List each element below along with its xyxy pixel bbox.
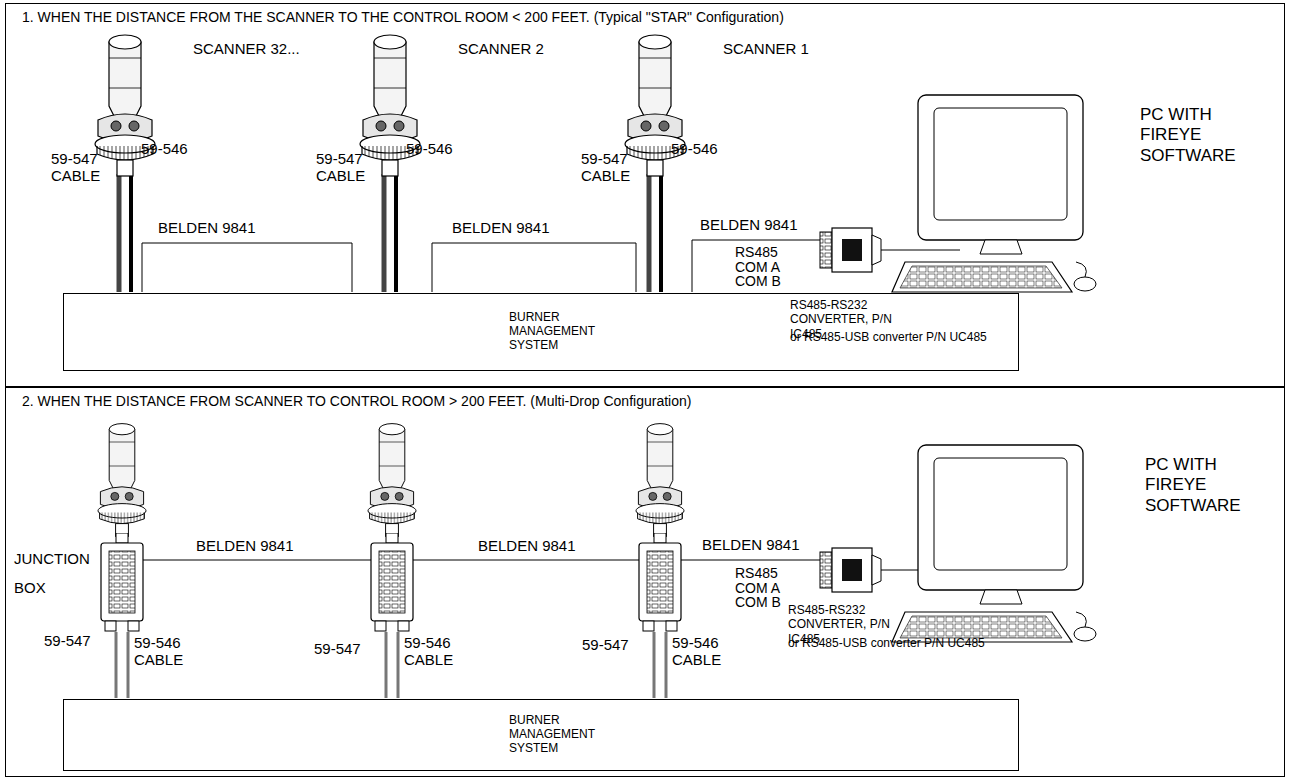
burner-management-box: BURNER MANAGEMENT SYSTEM <box>63 699 1019 771</box>
diagram-label: BELDEN 9841 <box>700 216 798 233</box>
diagram-label: 59-547 CABLE <box>581 150 639 185</box>
diagram-label: 59-547 <box>314 640 361 657</box>
diagram-label: BELDEN 9841 <box>478 537 576 554</box>
diagram-label: or RS485-USB converter P/N UC485 <box>790 330 987 344</box>
diagram-label: 59-547 <box>44 632 91 649</box>
diagram-label: or RS485-USB converter P/N UC485 <box>788 636 985 650</box>
diagram-label: BELDEN 9841 <box>158 219 256 236</box>
panel-heading: 1. WHEN THE DISTANCE FROM THE SCANNER TO… <box>22 9 784 25</box>
config-panel: 2. WHEN THE DISTANCE FROM SCANNER TO CON… <box>5 387 1285 777</box>
diagram-label: 59-547 CABLE <box>51 150 109 185</box>
diagram-label: SCANNER 1 <box>723 40 809 57</box>
diagram-label: BELDEN 9841 <box>452 219 550 236</box>
box-label: BURNER MANAGEMENT SYSTEM <box>509 714 607 755</box>
diagram-label: PC WITH FIREYE SOFTWARE <box>1145 455 1250 516</box>
box-label: BURNER MANAGEMENT SYSTEM <box>509 311 607 352</box>
diagram-label: SCANNER 2 <box>458 40 544 57</box>
diagram-label: 59-546 CABLE <box>404 634 462 669</box>
config-panel: 1. WHEN THE DISTANCE FROM THE SCANNER TO… <box>5 3 1285 387</box>
diagram-label: 59-547 CABLE <box>316 150 374 185</box>
diagram-label: BELDEN 9841 <box>196 537 294 554</box>
diagram-label: 59-546 <box>671 140 718 157</box>
diagram-label: 59-547 <box>582 636 629 653</box>
diagram-label: 59-546 <box>406 140 453 157</box>
diagram-label: 59-546 CABLE <box>672 634 730 669</box>
diagram-label: RS485 COM A COM B <box>735 566 793 610</box>
diagram-label: SCANNER 32... <box>193 40 300 57</box>
diagram-label: BELDEN 9841 <box>702 536 800 553</box>
diagram-label: JUNCTION BOX <box>14 545 100 602</box>
diagram-label: RS485 COM A COM B <box>735 245 793 289</box>
panel-heading: 2. WHEN THE DISTANCE FROM SCANNER TO CON… <box>22 393 691 409</box>
diagram-label: 59-546 CABLE <box>134 634 192 669</box>
diagram-label: 59-546 <box>141 140 188 157</box>
diagram-label: PC WITH FIREYE SOFTWARE <box>1140 105 1240 166</box>
